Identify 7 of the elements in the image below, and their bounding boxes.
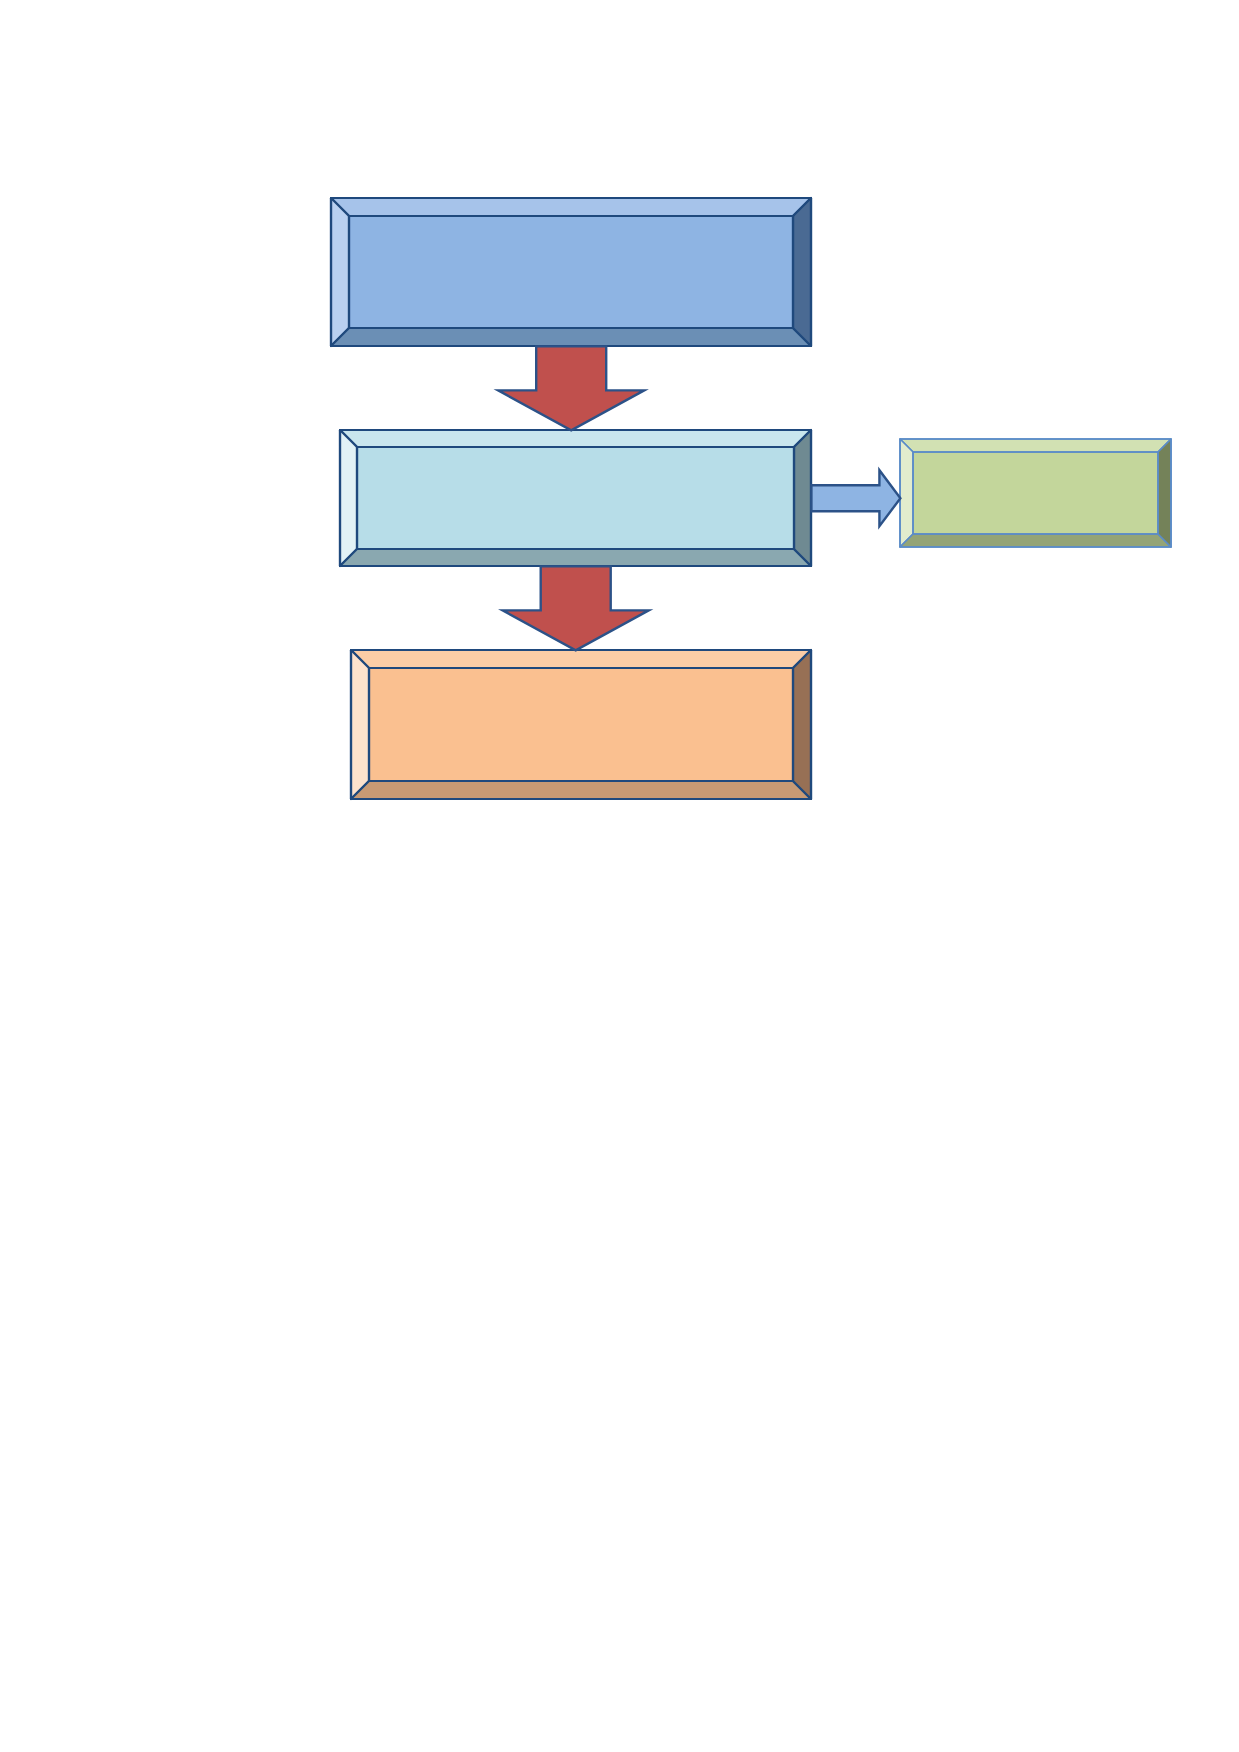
block-arrow (493, 345, 649, 432)
beveled-box (329, 196, 813, 348)
block-arrow (498, 565, 654, 652)
beveled-box (338, 428, 813, 568)
beveled-box (349, 648, 813, 801)
beveled-box (899, 438, 1172, 548)
block-arrow (810, 466, 902, 530)
